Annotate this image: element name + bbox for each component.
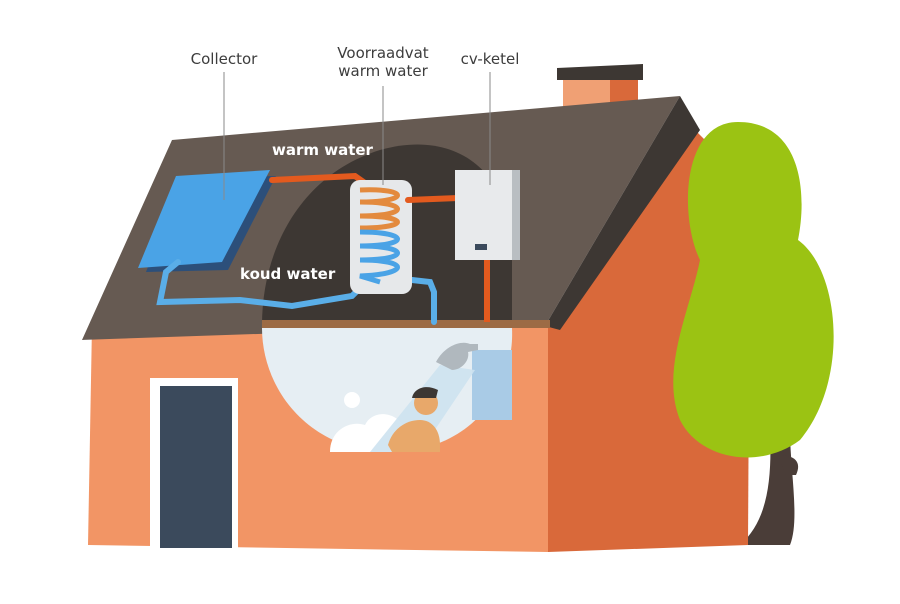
tank-coil-cold — [359, 229, 400, 285]
bubble-1 — [344, 392, 360, 408]
collector-panel — [138, 170, 270, 268]
hot-pipe-boiler — [405, 195, 461, 203]
person-hair — [412, 387, 438, 398]
bathroom-window — [472, 350, 512, 420]
storage-tank-label: Voorraadvat warm water — [325, 44, 441, 80]
tree-branch — [778, 455, 799, 475]
boiler-display — [475, 244, 487, 250]
person-body — [388, 420, 440, 452]
cold-pipe-bathroom — [409, 277, 437, 325]
boiler-side — [512, 170, 520, 260]
roof-edge — [545, 96, 700, 330]
storage-tank-label-line1: Voorraadvat — [337, 44, 429, 62]
warm-water-label: warm water — [272, 141, 373, 159]
cold-water-label: koud water — [240, 265, 336, 283]
door — [160, 386, 232, 548]
tree-crown — [673, 122, 834, 458]
shower-head — [436, 342, 478, 370]
cold-pipe-collector — [156, 259, 363, 310]
storage-tank — [350, 180, 412, 294]
collector-label: Collector — [190, 50, 258, 68]
tank-coil-hot — [359, 187, 400, 231]
chimney-cap — [557, 64, 643, 80]
boiler-label: cv-ketel — [460, 50, 520, 68]
storage-tank-label-line2: warm water — [338, 62, 428, 80]
attic-floor — [262, 320, 550, 328]
